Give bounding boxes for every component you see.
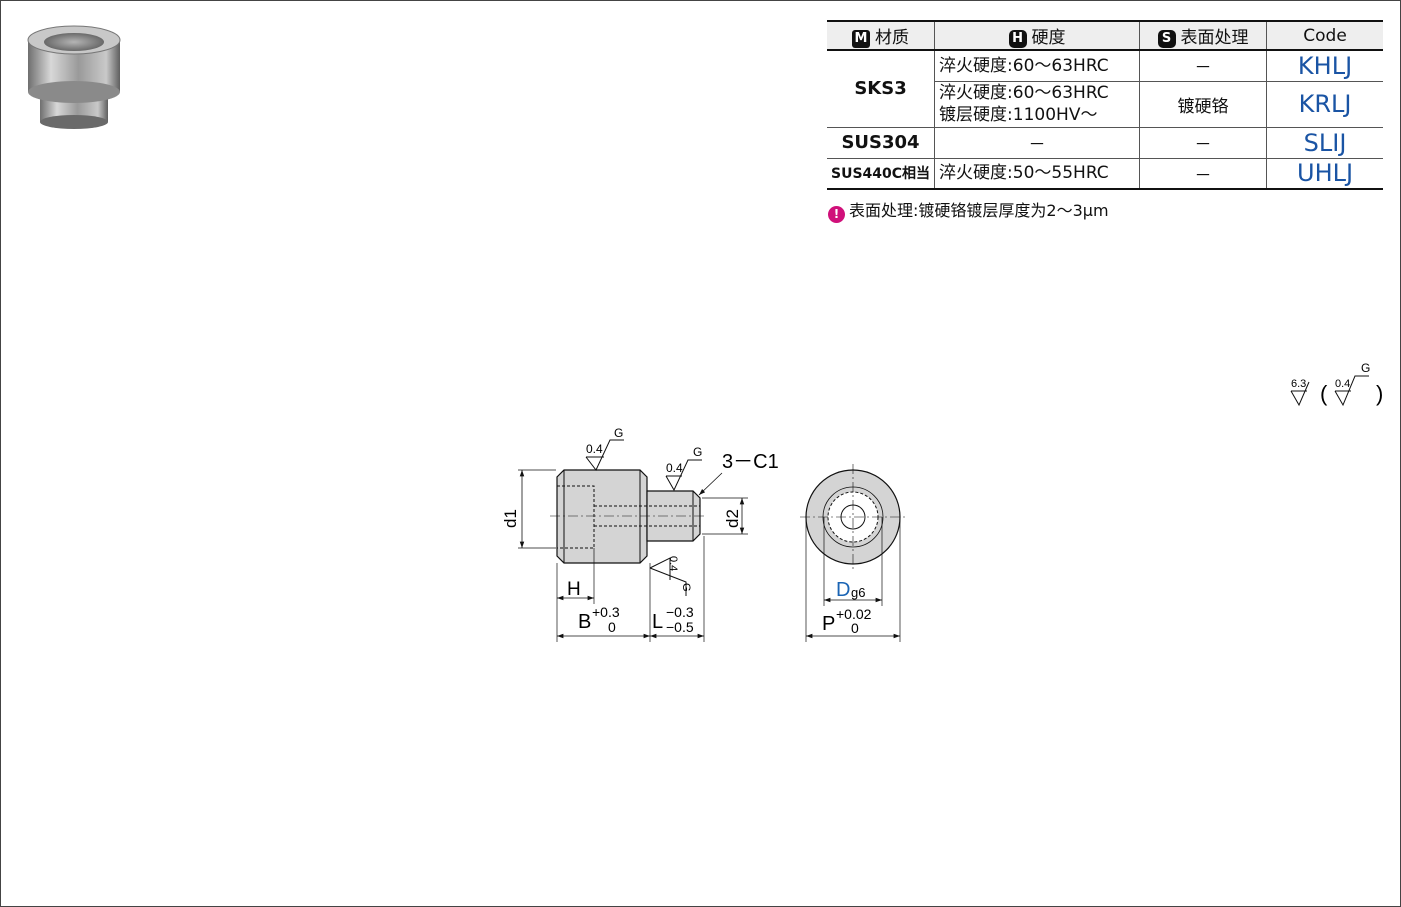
- surface-cell: －: [1139, 157, 1268, 190]
- table-row: SUS440C相当 淬火硬度:50～55HRC － UHLJ: [827, 157, 1384, 190]
- h-label: H: [567, 579, 581, 600]
- hardness-cell: －: [934, 126, 1141, 159]
- roughness-value: 0.4: [586, 442, 603, 456]
- header-surface-label: 表面处理: [1180, 28, 1249, 48]
- hardness-cell: 淬火硬度:50～55HRC: [934, 157, 1141, 190]
- surface-badge: S: [1157, 30, 1176, 48]
- code-cell: KRLJ: [1266, 80, 1384, 128]
- material-cell: SUS440C相当: [827, 157, 936, 190]
- code-cell: KHLJ: [1266, 49, 1384, 82]
- hidden-bore: [557, 485, 595, 549]
- p-label: P: [822, 613, 835, 635]
- roughness-symbol: [649, 567, 687, 596]
- roughness-value: 0.4: [666, 461, 683, 475]
- surface-cell: －: [1139, 49, 1268, 82]
- header-hardness-label: 硬度: [1031, 28, 1066, 48]
- paren-left: (: [1320, 381, 1328, 406]
- paren-right: ): [1376, 381, 1383, 406]
- p-tolerance-upper: +0.02: [836, 606, 872, 622]
- hardness-cell: 淬火硬度:60～63HRC 镀层硬度:1100HV～: [934, 80, 1141, 128]
- grind-mark: G: [1361, 361, 1370, 375]
- grind-mark: G: [614, 426, 623, 440]
- code-cell: UHLJ: [1266, 157, 1384, 190]
- surface-note: !表面处理:镀硬铬镀层厚度为2～3μm: [828, 197, 1109, 223]
- technical-drawing: d1 d2 3－C1 0.4 G 0.4 G 0.4 G H B +0.3 0 …: [501, 426, 906, 642]
- roughness-legend: 6.3 ( 0.4 G ): [1290, 361, 1383, 407]
- table-row: SUS304 － － SLIJ: [827, 126, 1384, 159]
- roughness-specific-value: 0.4: [1335, 378, 1350, 390]
- head-body: [556, 469, 648, 564]
- hardness-badge: H: [1008, 30, 1027, 48]
- b-tolerance-lower: 0: [608, 619, 616, 635]
- code-cell: SLIJ: [1266, 126, 1384, 159]
- surface-cell: －: [1139, 126, 1268, 159]
- roughness-value: 0.4: [667, 556, 679, 571]
- grind-mark: G: [693, 445, 702, 459]
- p-tolerance-lower: 0: [851, 620, 859, 636]
- product-photo: [27, 25, 121, 129]
- grind-mark: G: [680, 583, 692, 592]
- roughness-symbol: [649, 557, 671, 580]
- d-label: D: [836, 579, 850, 601]
- hardness-cell: 淬火硬度:60～63HRC: [934, 49, 1141, 82]
- roughness-symbol: [1290, 381, 1310, 407]
- note-text: :镀硬铬镀层厚度为2～3μm: [913, 201, 1109, 220]
- note-label: 表面处理: [849, 201, 914, 220]
- b-label: B: [578, 611, 591, 633]
- roughness-general-value: 6.3: [1291, 378, 1306, 390]
- material-cell: SUS304: [827, 126, 936, 159]
- hardness-line: 镀层硬度:1100HV～: [939, 105, 1098, 125]
- chamfer-label: 3－C1: [722, 451, 779, 473]
- chamfer-leader: [698, 472, 723, 496]
- d2-label: d2: [723, 509, 742, 528]
- header-material-label: 材质: [875, 28, 910, 48]
- material-badge: M: [852, 30, 871, 48]
- exclamation-icon: !: [828, 206, 845, 223]
- d1-label: d1: [501, 509, 520, 528]
- l-tolerance-lower: −0.5: [666, 619, 694, 635]
- b-tolerance-upper: +0.3: [592, 604, 620, 620]
- table-row: SKS3 淬火硬度:60～63HRC － KHLJ: [827, 49, 1384, 128]
- hardness-line: 淬火硬度:60～63HRC: [939, 83, 1109, 103]
- roughness-symbol: [585, 439, 624, 471]
- surface-cell: 镀硬铬: [1139, 80, 1268, 128]
- roughness-symbol: [665, 459, 702, 492]
- l-tolerance-upper: −0.3: [666, 604, 694, 620]
- material-cell: SKS3: [827, 49, 936, 128]
- header-code: Code: [1266, 20, 1384, 51]
- l-label: L: [652, 611, 663, 633]
- d-fit: g6: [851, 585, 865, 600]
